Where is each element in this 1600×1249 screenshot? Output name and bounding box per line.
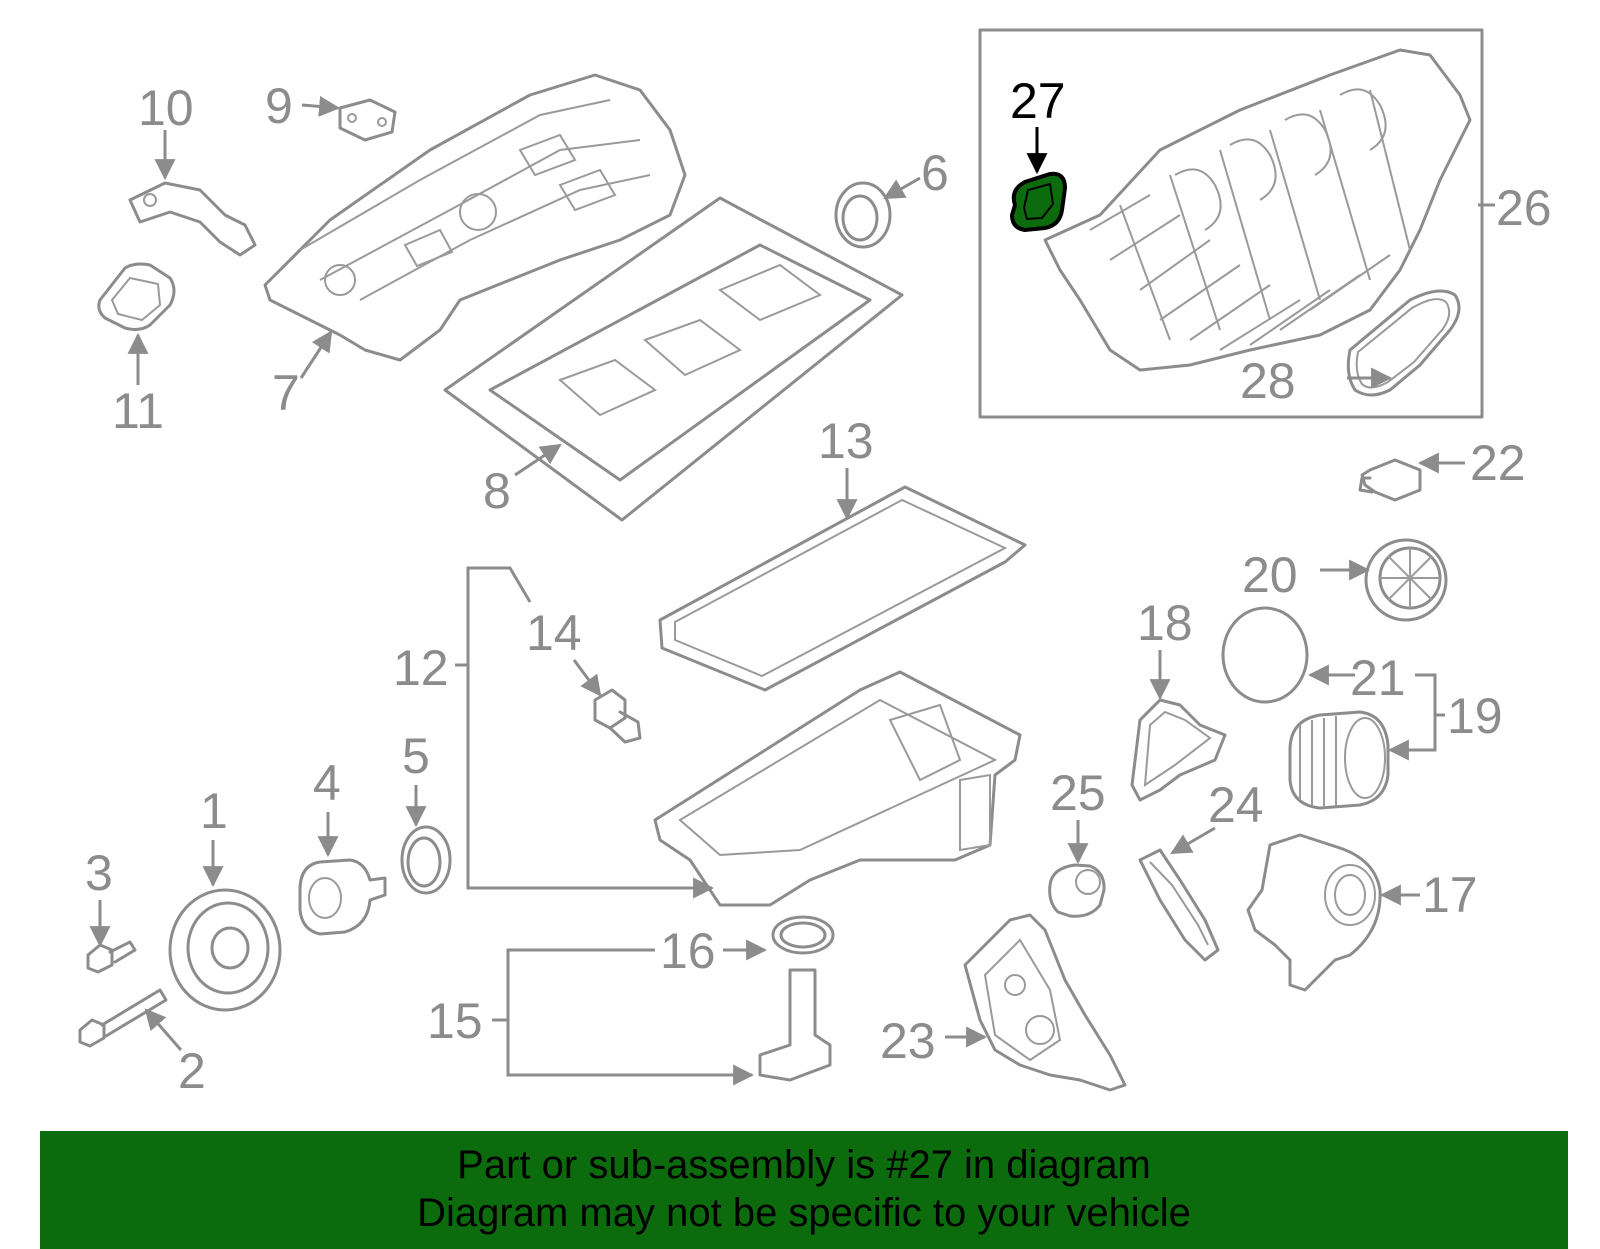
callout-23: 23 xyxy=(880,1013,936,1069)
callout-11: 11 xyxy=(112,383,164,439)
callout-20: 20 xyxy=(1242,547,1298,603)
callout-5: 5 xyxy=(402,728,430,784)
valve-cover-gasket[interactable] xyxy=(443,196,904,522)
banner-line-1: Part or sub-assembly is #27 in diagram xyxy=(457,1143,1151,1187)
gasket-27[interactable] xyxy=(1009,171,1068,233)
callout-19: 19 xyxy=(1447,688,1503,744)
sensor-22[interactable] xyxy=(1358,458,1422,502)
callout-8: 8 xyxy=(483,463,511,519)
plug-25[interactable] xyxy=(1048,863,1106,918)
intake-manifold-box xyxy=(978,28,1484,419)
gasket-9[interactable] xyxy=(338,98,397,142)
o-ring-21[interactable] xyxy=(1221,606,1309,704)
callout-22: 22 xyxy=(1470,435,1526,491)
intake-manifold-group xyxy=(978,28,1484,419)
callout-9: 9 xyxy=(265,78,293,134)
callout-18: 18 xyxy=(1137,595,1193,651)
bolt-3[interactable] xyxy=(86,940,137,974)
intake-manifold[interactable] xyxy=(1043,48,1472,372)
vibration-damper-hub-4[interactable] xyxy=(298,858,387,936)
oil-filter-housing-17[interactable] xyxy=(1246,833,1382,992)
leader-lines xyxy=(89,95,1495,1086)
info-banner: Part or sub-assembly is #27 in diagram D… xyxy=(40,1131,1568,1249)
oil-filter-19[interactable] xyxy=(1288,710,1390,810)
callout-10: 10 xyxy=(138,80,194,136)
callout-28: 28 xyxy=(1240,353,1296,409)
oil-pump-23[interactable] xyxy=(963,913,1127,1092)
parts-diagram: 10 9 11 7 8 6 27 26 28 22 13 20 14 12 18… xyxy=(78,28,1552,1099)
callout-13: 13 xyxy=(818,413,874,469)
callout-3: 3 xyxy=(85,845,113,901)
callout-25: 25 xyxy=(1050,765,1106,821)
callout-26: 26 xyxy=(1496,180,1552,236)
callout-labels: 10 9 11 7 8 6 27 26 28 22 13 20 14 12 18… xyxy=(85,73,1552,1099)
callout-15: 15 xyxy=(427,993,483,1049)
seal-6[interactable] xyxy=(834,181,892,249)
banner-line-2: Diagram may not be specific to your vehi… xyxy=(417,1191,1191,1235)
seal-5[interactable] xyxy=(400,825,452,895)
seal-11[interactable] xyxy=(97,262,176,331)
callout-2: 2 xyxy=(178,1043,206,1099)
bolt-2[interactable] xyxy=(78,988,168,1048)
oil-pan-gasket[interactable] xyxy=(658,485,1027,692)
callout-24: 24 xyxy=(1208,777,1264,833)
crankshaft-pulley-1[interactable] xyxy=(168,888,282,1012)
callout-4: 4 xyxy=(313,755,341,811)
callout-7: 7 xyxy=(272,365,300,421)
oil-pan[interactable] xyxy=(653,670,1022,907)
callout-17: 17 xyxy=(1422,867,1478,923)
callout-6: 6 xyxy=(921,145,949,201)
callout-14: 14 xyxy=(526,605,582,661)
oil-filter-cap-20[interactable] xyxy=(1364,538,1448,622)
oil-level-sensor[interactable] xyxy=(758,915,835,1082)
callout-21: 21 xyxy=(1350,650,1406,706)
drain-plug-14[interactable] xyxy=(593,688,642,744)
gasket-18[interactable] xyxy=(1130,698,1227,802)
callout-16: 16 xyxy=(660,923,716,979)
callout-12: 12 xyxy=(393,640,449,696)
callout-1: 1 xyxy=(200,783,228,839)
gasket-24[interactable] xyxy=(1138,848,1220,962)
breather-pipe-10[interactable] xyxy=(128,181,257,257)
callout-27: 27 xyxy=(1010,73,1066,129)
valve-cover[interactable] xyxy=(263,73,687,362)
